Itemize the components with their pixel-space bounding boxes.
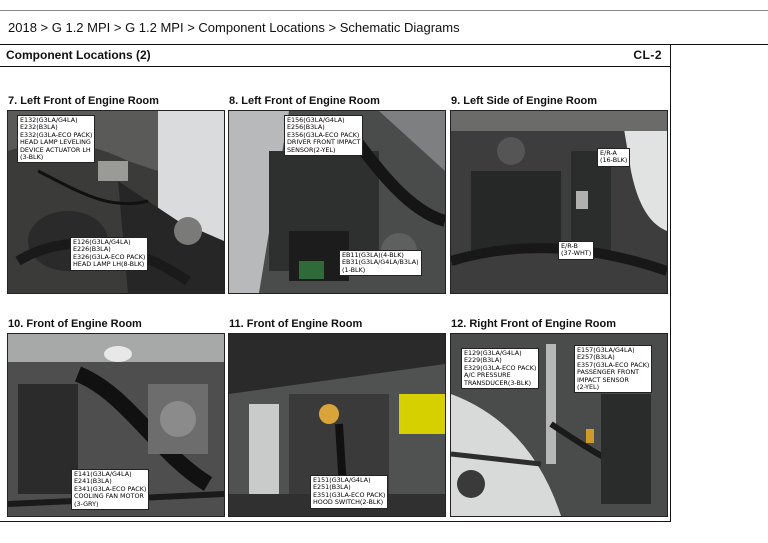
callout-12-b: E157(G3LA/G4LA)E257(B3LA)E357(G3LA-ECO P…	[574, 345, 653, 394]
panel-title-12: 12. Right Front of Engine Room	[451, 318, 616, 330]
callout-11-a: E151(G3LA/G4LA)E251(B3LA)E351(G3LA-ECO P…	[310, 475, 389, 509]
callout-12-a: E129(G3LA/G4LA)E229(B3LA)E329(G3LA-ECO P…	[461, 348, 540, 390]
sheet-title: Component Locations (2)	[6, 48, 151, 62]
panel-title-11: 11. Front of Engine Room	[229, 318, 363, 330]
callout-8-b: EB11(G3LA)(4-BLK)EB31(G3LA/G4LA/B3LA)(1-…	[339, 250, 422, 277]
callout-9-a: E/R-A(16-BLK)	[597, 148, 631, 167]
engine-photo-10	[7, 333, 225, 517]
breadcrumb: 2018 > G 1.2 MPI > G 1.2 MPI > Component…	[8, 20, 460, 35]
callout-10-a: E141(G3LA/G4LA)E241(B3LA)E341(G3LA-ECO P…	[71, 469, 150, 511]
callout-7-a: E132(G3LA/G4LA)E232(B3LA)E332(G3LA-ECO P…	[17, 115, 96, 164]
callout-7-b: E126(G3LA/G4LA)E226(B3LA)E326(G3LA-ECO P…	[70, 237, 149, 271]
engine-photo-11	[228, 333, 446, 517]
diagram-sheet: Component Locations (2) CL-2	[0, 44, 671, 522]
top-divider	[0, 10, 768, 11]
callout-9-b: E/R-B(37-WHT)	[558, 241, 595, 260]
panel-title-7: 7. Left Front of Engine Room	[8, 95, 159, 107]
sheet-code: CL-2	[633, 48, 662, 62]
panel-title-8: 8. Left Front of Engine Room	[229, 95, 380, 107]
sheet-header: Component Locations (2) CL-2	[0, 44, 670, 67]
engine-photo-9	[450, 110, 668, 294]
callout-8-a: E156(G3LA/G4LA)E256(B3LA)E356(G3LA-ECO P…	[284, 115, 364, 157]
panel-title-10: 10. Front of Engine Room	[8, 318, 142, 330]
panel-title-9: 9. Left Side of Engine Room	[451, 95, 598, 107]
header-rule	[0, 44, 768, 45]
